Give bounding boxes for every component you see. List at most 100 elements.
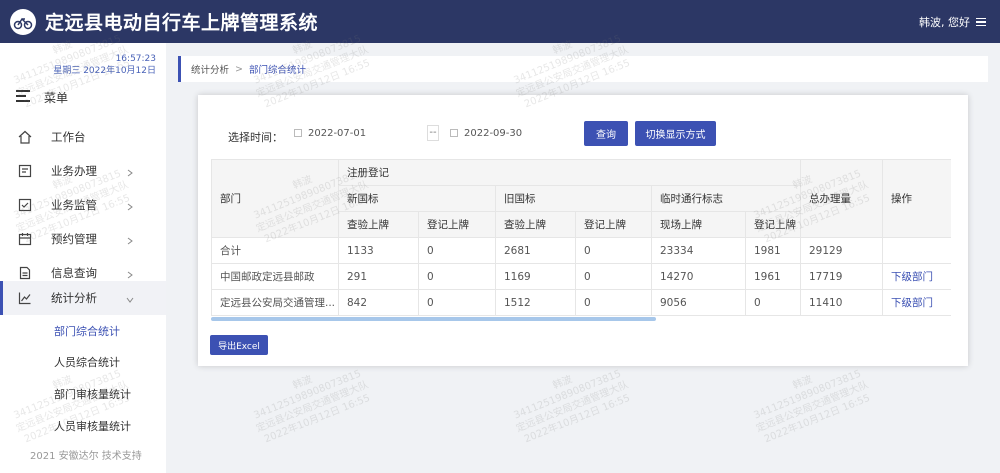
end-date-value: 2022-09-30	[464, 127, 523, 139]
col-header: 登记上牌	[745, 211, 801, 238]
col-header: 查验上牌	[495, 211, 576, 238]
sidebar-item-business[interactable]: 业务办理	[0, 154, 166, 188]
user-greeting: 韩波, 您好	[919, 16, 970, 29]
sidebar-item-appointment[interactable]: 预约管理	[0, 222, 166, 256]
watermark-org: 定远县公安局交通管理大队	[514, 379, 631, 435]
sidebar-item-label: 业务监管	[51, 198, 97, 212]
sidebar-item-label: 预约管理	[51, 232, 97, 246]
col-header: 查验上牌	[338, 211, 419, 238]
home-icon	[18, 130, 32, 144]
header-action: 操作	[882, 159, 951, 238]
breadcrumb-separator-icon: >	[235, 63, 243, 75]
cell-value: 0	[418, 289, 496, 316]
cell-dept: 中国邮政定远县邮政	[211, 263, 339, 290]
end-date-input[interactable]: 2022-09-30	[444, 122, 576, 144]
table-row: 中国邮政定远县邮政 291 0 1169 0 14270 1961 17719 …	[211, 263, 951, 290]
cell-value: 842	[338, 289, 419, 316]
cell-value: 1169	[495, 263, 576, 290]
breadcrumb-current: 部门综合统计	[248, 65, 306, 76]
sub-item-dept-stats[interactable]: 部门综合统计	[54, 325, 120, 338]
header-dept: 部门	[211, 159, 339, 238]
stats-card: 选择时间： 2022-07-01 -- 2022-09-30 查询 切换显示方式…	[198, 95, 968, 366]
start-date-value: 2022-07-01	[308, 127, 367, 139]
hamburger-icon[interactable]	[976, 16, 986, 29]
horizontal-scrollbar[interactable]	[211, 317, 656, 321]
col-header: 现场上牌	[651, 211, 746, 238]
chevron-right-icon	[126, 268, 134, 282]
watermark-date: 2022年10月12日 16:55	[522, 392, 632, 446]
table-row: 合计 1133 0 2681 0 23334 1981 29129	[211, 237, 951, 264]
export-excel-button[interactable]: 导出Excel	[210, 335, 268, 355]
header-total: 总办理量	[800, 159, 883, 238]
date-range-separator: --	[427, 125, 439, 141]
top-header: 定远县电动自行车上牌管理系统 韩波, 您好	[0, 0, 1000, 43]
table-row: 定远县公安局交通管理... 842 0 1512 0 9056 0 11410 …	[211, 289, 951, 316]
stats-table: 部门 注册登记 总办理量 操作 新国标 旧国标 临时通行标志 查验上牌 登记上牌…	[211, 159, 951, 317]
cell-value: 291	[338, 263, 419, 290]
calendar-icon	[450, 129, 458, 137]
cell-total: 29129	[800, 237, 883, 264]
cell-value: 1981	[745, 237, 801, 264]
document-icon	[18, 266, 32, 280]
watermark-org: 定远县公安局交通管理大队	[254, 379, 371, 435]
cell-value: 23334	[651, 237, 746, 264]
watermark: 韩波 341125198908073815 定远县公安局交通管理大队 2022年…	[245, 354, 376, 447]
watermark-id: 341125198908073815	[752, 368, 863, 422]
chevron-right-icon	[126, 234, 134, 248]
cell-dept: 定远县公安局交通管理...	[211, 289, 339, 316]
col-header: 登记上牌	[575, 211, 652, 238]
cell-value: 0	[575, 289, 652, 316]
bicycle-logo-icon	[10, 8, 36, 35]
sub-item-person-review-stats[interactable]: 人员审核量统计	[54, 420, 131, 433]
start-date-input[interactable]: 2022-07-01	[288, 122, 420, 144]
sidebar-item-label: 信息查询	[51, 266, 97, 280]
app-title: 定远县电动自行车上牌管理系统	[45, 12, 319, 34]
header-new-standard: 新国标	[338, 185, 496, 212]
cell-value: 0	[418, 237, 496, 264]
date-filter-label: 选择时间：	[228, 131, 283, 144]
watermark-date: 2022年10月12日 16:55	[262, 392, 372, 446]
watermark: 韩波 341125198908073815 定远县公安局交通管理大队 2022年…	[745, 354, 876, 447]
clock-date: 星期三 2022年10月12日	[53, 66, 156, 76]
breadcrumb: 统计分析 > 部门综合统计	[178, 56, 988, 82]
chevron-right-icon	[126, 200, 134, 214]
cell-total: 17719	[800, 263, 883, 290]
cell-action	[882, 237, 951, 264]
sidebar-item-statistics[interactable]: 统计分析	[0, 281, 166, 315]
sub-dept-link[interactable]: 下级部门	[882, 289, 951, 316]
cell-total: 11410	[800, 289, 883, 316]
cell-value: 0	[745, 289, 801, 316]
header-temp-pass: 临时通行标志	[651, 185, 801, 212]
cell-value: 14270	[651, 263, 746, 290]
supervise-icon	[18, 198, 32, 212]
watermark-id: 341125198908073815	[252, 368, 363, 422]
sub-item-person-stats[interactable]: 人员综合统计	[54, 356, 120, 369]
header-old-standard: 旧国标	[495, 185, 652, 212]
chart-icon	[18, 291, 32, 305]
watermark: 韩波 341125198908073815 定远县公安局交通管理大队 2022年…	[505, 354, 636, 447]
cell-value: 0	[575, 237, 652, 264]
sidebar-item-label: 工作台	[51, 130, 86, 144]
query-button[interactable]: 查询	[584, 121, 628, 146]
chevron-down-icon	[126, 293, 134, 307]
sidebar: 16:57:23 星期三 2022年10月12日 菜单 工作台 业务办理 业务监…	[0, 43, 166, 473]
sub-item-dept-review-stats[interactable]: 部门审核量统计	[54, 388, 131, 401]
cell-value: 1512	[495, 289, 576, 316]
menu-toggle-icon	[16, 90, 30, 105]
menu-toggle[interactable]: 菜单	[16, 89, 68, 106]
form-icon	[18, 164, 32, 178]
sidebar-item-supervision[interactable]: 业务监管	[0, 188, 166, 222]
sidebar-item-workbench[interactable]: 工作台	[0, 120, 166, 154]
col-header: 登记上牌	[418, 211, 496, 238]
sub-dept-link[interactable]: 下级部门	[882, 263, 951, 290]
breadcrumb-parent[interactable]: 统计分析	[191, 65, 230, 76]
cell-value: 0	[575, 263, 652, 290]
user-menu[interactable]: 韩波, 您好	[919, 14, 986, 30]
cell-value: 9056	[651, 289, 746, 316]
sidebar-item-query[interactable]: 信息查询	[0, 256, 166, 290]
watermark-org: 定远县公安局交通管理大队	[754, 379, 871, 435]
calendar-icon	[18, 232, 32, 246]
clock-time: 16:57:23	[115, 54, 156, 64]
cell-value: 2681	[495, 237, 576, 264]
switch-view-button[interactable]: 切换显示方式	[635, 121, 716, 146]
